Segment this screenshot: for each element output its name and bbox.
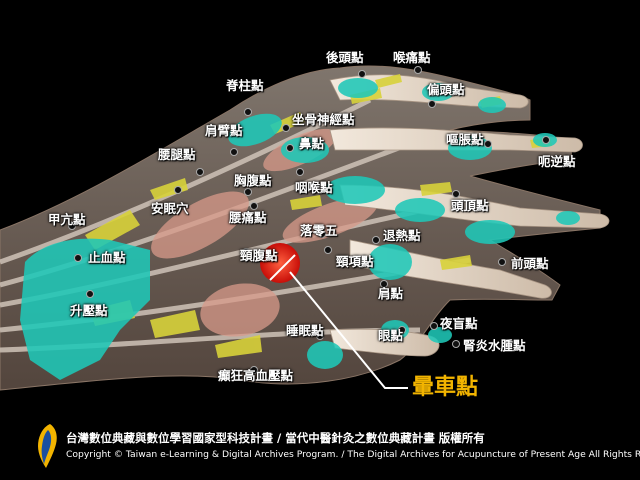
- point-dot: [68, 222, 76, 230]
- label-tou-ding: 頭頂點: [451, 198, 489, 213]
- label-xiong-fu: 胸腹點: [234, 173, 272, 188]
- label-zuo-gu: 坐骨神經點: [292, 112, 355, 127]
- acupoint-zones: [20, 78, 580, 380]
- label-an-xi: 安眠穴: [151, 201, 189, 216]
- label-shui-mian: 睡眠點: [286, 323, 324, 338]
- label-yan-hou: 咽喉點: [295, 180, 333, 195]
- label-zhi-xue: 止血點: [88, 250, 126, 265]
- point-dot: [398, 326, 406, 334]
- label-jia-wan: 甲亢點: [48, 212, 86, 227]
- label-sheng-ya: 升壓點: [70, 303, 108, 318]
- label-ye-mang: 夜盲點: [440, 316, 478, 331]
- point-dot: [282, 124, 290, 132]
- label-shen-yan: 腎炎水腫點: [463, 338, 526, 353]
- point-dot: [86, 290, 94, 298]
- label-jing-xiang: 頸項點: [336, 254, 374, 269]
- label-jing-fu: 頸腹點: [240, 248, 278, 263]
- point-dot: [498, 258, 506, 266]
- point-dot: [250, 202, 258, 210]
- label-ji-zhu: 脊柱點: [226, 78, 264, 93]
- point-dot: [452, 340, 460, 348]
- label-jian: 肩點: [378, 286, 404, 301]
- label-jian-bi: 肩臂點: [205, 123, 243, 138]
- point-dot: [430, 322, 438, 330]
- label-bi: 鼻點: [299, 136, 325, 151]
- point-dot: [174, 186, 182, 194]
- point-dot: [316, 332, 324, 340]
- label-qian-tou: 前頭點: [511, 256, 549, 271]
- leader-line: [289, 271, 408, 389]
- point-dot: [242, 248, 250, 256]
- needle-icon: [269, 254, 296, 281]
- point-dot: [484, 140, 492, 148]
- label-ou-zhang: 嘔脹點: [446, 132, 484, 147]
- label-luo-ling-wu: 落零五: [300, 223, 338, 238]
- footer-english: Copyright © Taiwan e-Learning & Digital …: [66, 449, 640, 460]
- footer-chinese: 台灣數位典藏與數位學習國家型科技計畫 / 當代中醫針灸之數位典藏計畫 版權所有: [66, 431, 485, 445]
- point-dot: [542, 136, 550, 144]
- point-dot: [428, 100, 436, 108]
- highlight-label: 暈車點: [412, 375, 479, 400]
- point-dot: [196, 168, 204, 176]
- point-dot: [372, 236, 380, 244]
- point-dot: [244, 108, 252, 116]
- point-dot: [318, 230, 326, 238]
- point-dot: [452, 190, 460, 198]
- point-dot: [380, 280, 388, 288]
- label-yan: 眼點: [378, 328, 404, 343]
- point-dot: [250, 366, 258, 374]
- point-dot: [296, 168, 304, 176]
- label-yao-tui: 腰腿點: [158, 147, 196, 162]
- point-dot: [74, 254, 82, 262]
- point-dot: [230, 148, 238, 156]
- point-dot: [286, 144, 294, 152]
- label-hou-tou: 後頭點: [326, 50, 364, 65]
- label-e-ni: 呃逆點: [538, 154, 576, 169]
- taiwan-logo-icon: [38, 424, 57, 468]
- point-dot: [244, 188, 252, 196]
- label-tui-re: 退熱點: [383, 228, 421, 243]
- point-dot: [324, 246, 332, 254]
- point-dot: [358, 70, 366, 78]
- label-pian-tou: 偏頭點: [427, 82, 465, 97]
- label-hou-tong: 喉痛點: [393, 50, 431, 65]
- label-dian-kuang: 癲狂高血壓點: [218, 368, 294, 383]
- label-yao-tong: 腰痛點: [229, 210, 267, 225]
- point-dot: [414, 66, 422, 74]
